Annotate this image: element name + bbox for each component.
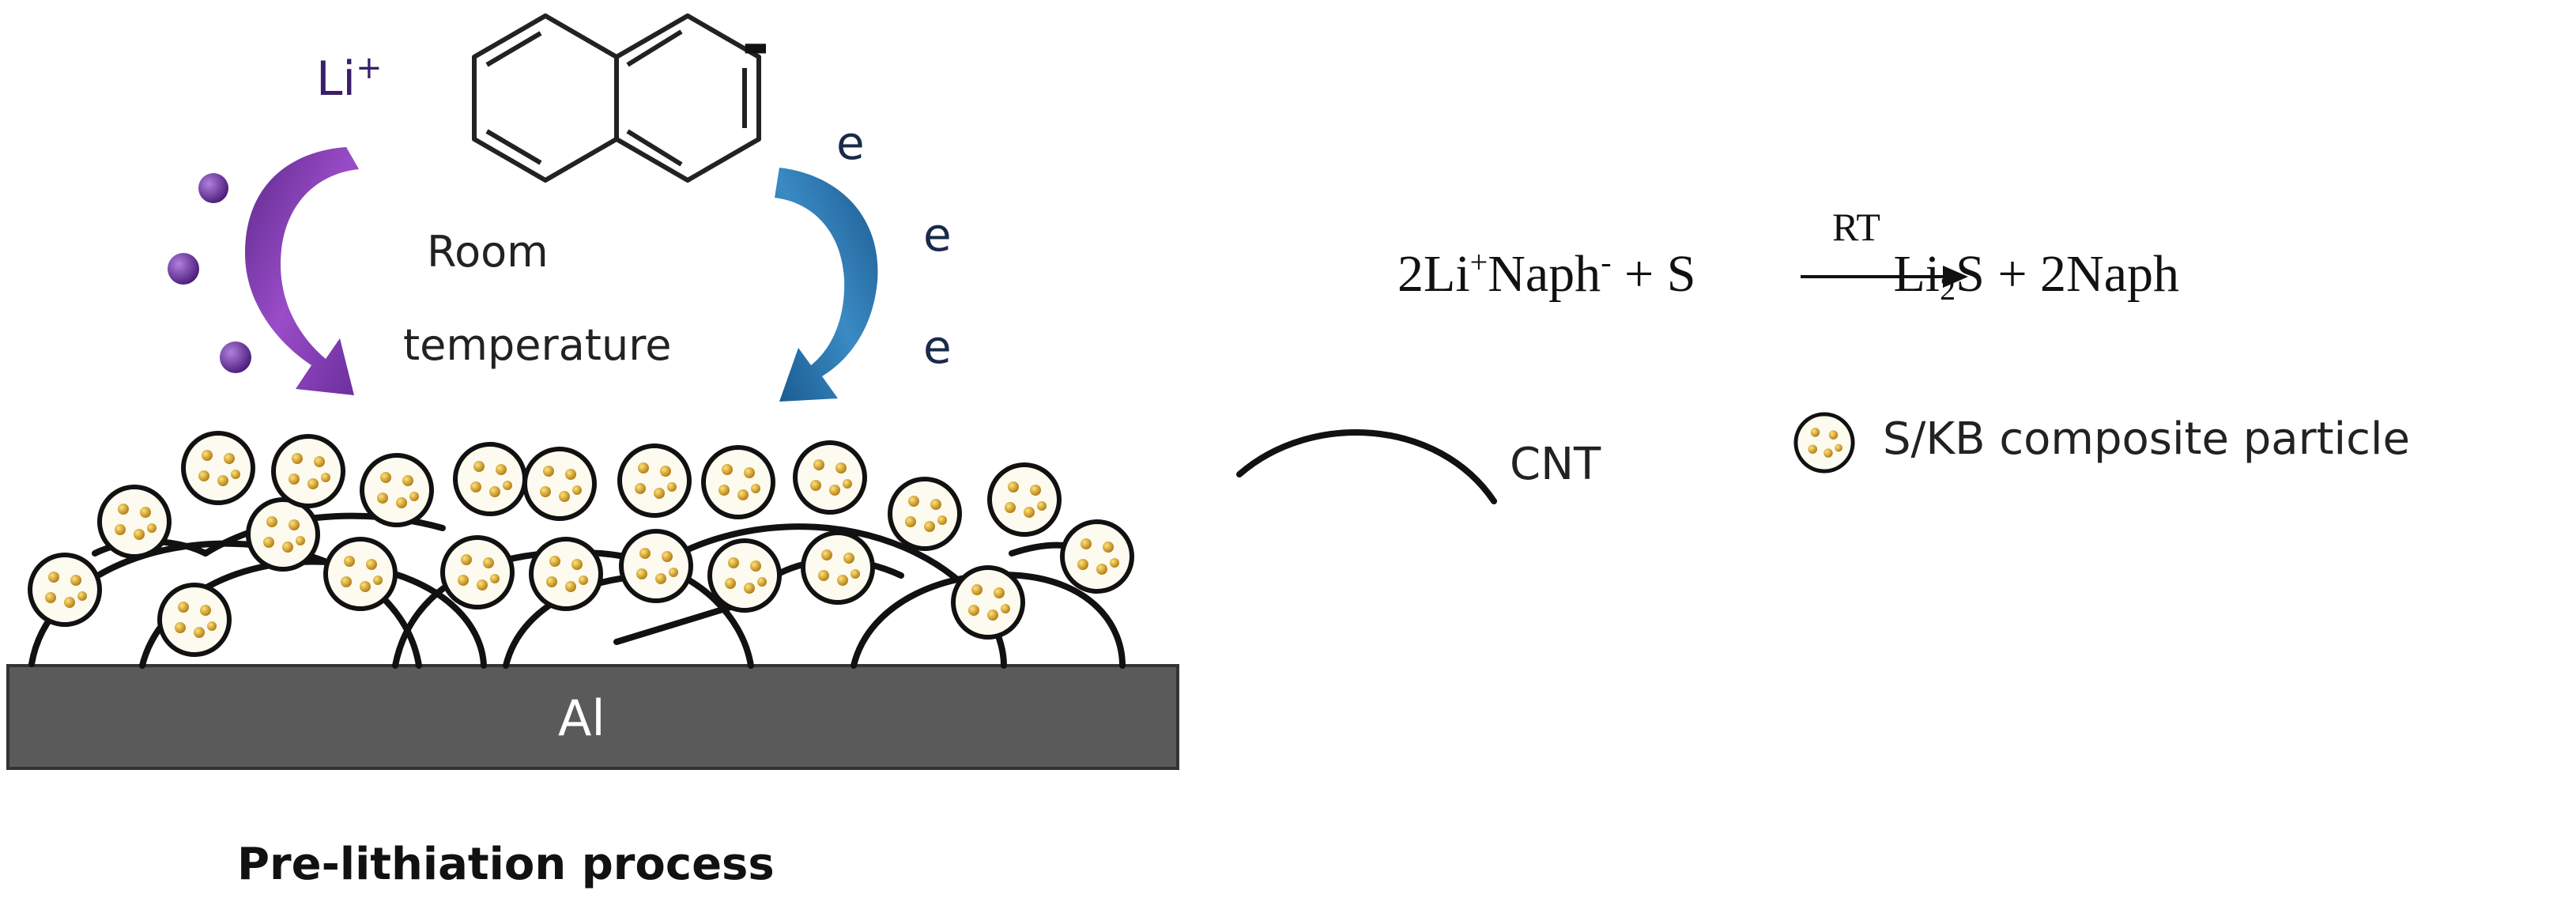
naphthalene-structure	[472, 13, 761, 183]
lithium-ions	[168, 173, 251, 373]
temperature-label: temperature	[403, 320, 672, 370]
purple-curved-arrow	[245, 147, 359, 395]
cnt-legend-label: CNT	[1510, 439, 1601, 490]
electron-label: e	[923, 208, 952, 262]
li-ion-label: Li+	[316, 50, 383, 107]
al-label: Al	[558, 689, 605, 747]
blue-curved-arrow	[775, 168, 878, 402]
electron-label: e	[923, 320, 952, 374]
electron-label: e	[836, 116, 865, 170]
reaction-arrow	[1801, 266, 1968, 288]
skb-legend-label: S/KB composite particle	[1883, 413, 2410, 465]
naphthalene-charge: -	[741, 6, 770, 85]
al-substrate	[6, 664, 1179, 770]
process-title: Pre-lithiation process	[237, 839, 775, 890]
room-label: Room	[427, 227, 549, 277]
cnt-legend-curve	[1236, 429, 1497, 504]
reaction-condition: RT	[1832, 205, 1880, 249]
skb-legend-particle	[1796, 414, 1853, 471]
